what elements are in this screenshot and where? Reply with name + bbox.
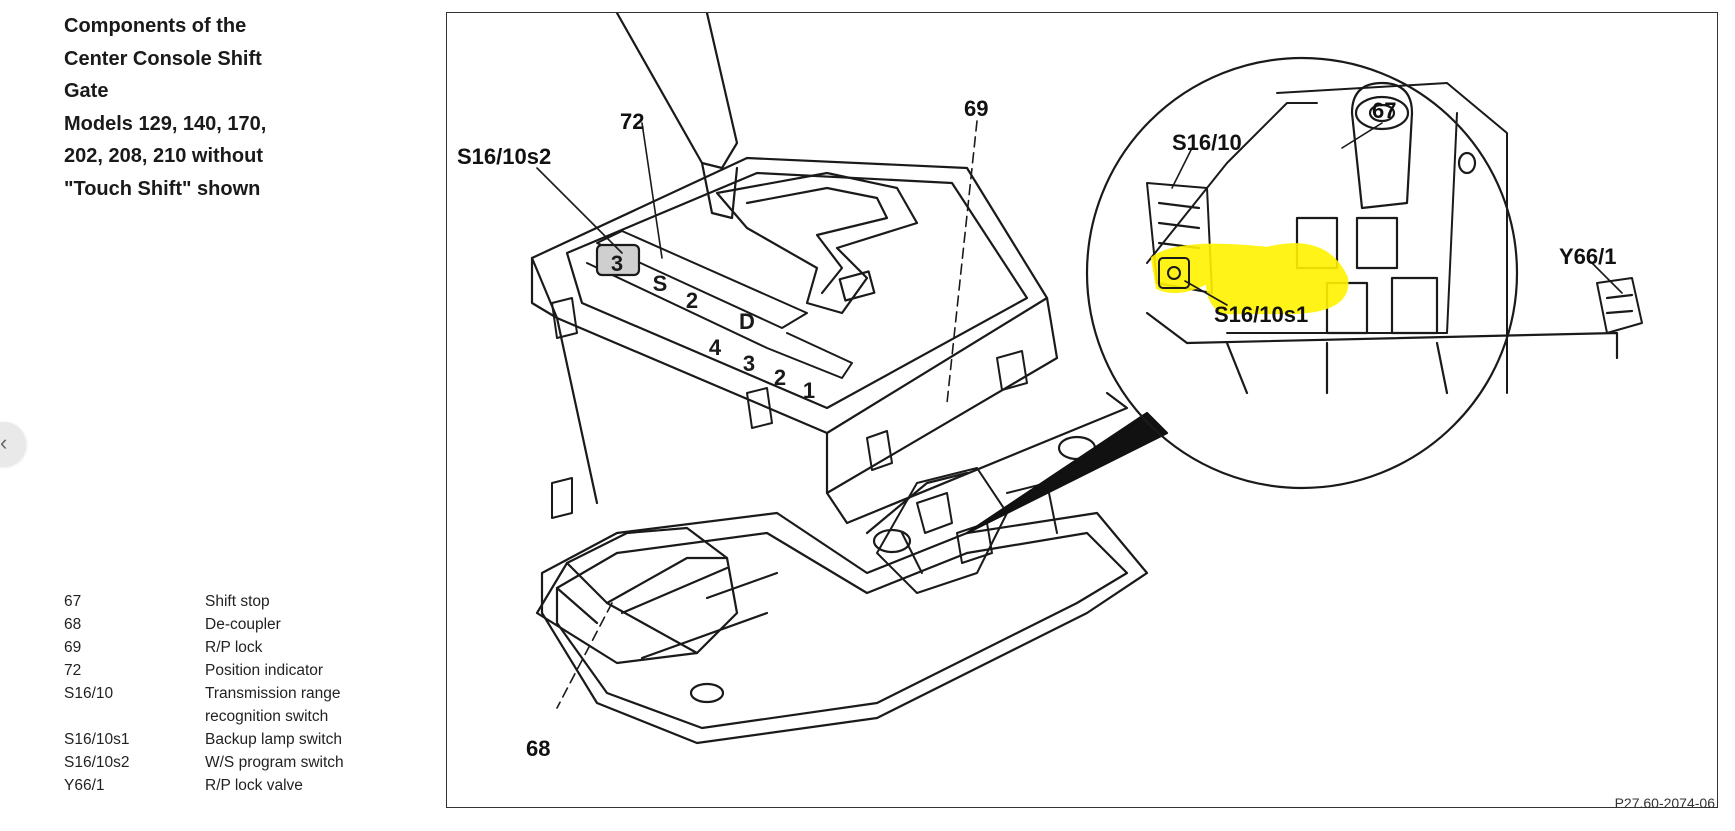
legend-desc: W/S program switch: [205, 754, 344, 771]
gate-glyph: D: [739, 309, 755, 334]
callout-72: 72: [620, 109, 644, 134]
leader-line: [1184, 280, 1228, 306]
legend-row: S16/10s2 W/S program switch: [64, 751, 394, 774]
legend-desc: Backup lamp switch: [205, 731, 342, 748]
chevron-left-icon: ‹: [0, 430, 8, 455]
gate-glyph: 2: [686, 288, 698, 313]
leader-line: [641, 122, 663, 259]
leader-line: [946, 120, 978, 404]
position-indicator: [586, 230, 853, 379]
legend-row: S16/10 Transmission range recognition swi…: [64, 682, 394, 728]
callout-68: 68: [526, 736, 550, 761]
zoom-pointer: [965, 411, 1169, 535]
diagram-canvas: 3 S 2 D 4 3 2 1: [457, 11, 1643, 761]
console-housing: [530, 156, 1129, 600]
legend-code: 68: [64, 616, 82, 633]
lock-mechanism: [876, 467, 1058, 594]
callout-s16-10s2: S16/10s2: [457, 144, 551, 169]
legend-code: 67: [64, 593, 82, 610]
component-legend: 67 Shift stop 68 De-coupler 69 R/P lock 72 P…: [64, 590, 394, 797]
leader-line: [556, 602, 613, 709]
highlighted-connector: [1158, 257, 1190, 289]
leader-line: [1591, 262, 1623, 294]
legend-code: 72: [64, 662, 82, 679]
legend-row: 67 Shift stop: [64, 590, 394, 613]
legend-desc: R/P lock valve: [205, 777, 303, 794]
callout-s16-10s1: S16/10s1: [1214, 302, 1308, 327]
legend-code: 69: [64, 639, 82, 656]
callout-s16-10: S16/10: [1172, 130, 1242, 155]
gate-glyph: 1: [803, 378, 815, 403]
legend-code: S16/10: [64, 685, 114, 702]
legend-code: S16/10s1: [64, 731, 130, 748]
legend-row: 68 De-coupler: [64, 613, 394, 636]
title-line: "Touch Shift" shown: [64, 177, 261, 200]
leader-lines: [536, 120, 1623, 709]
selector-lever: [615, 11, 739, 220]
legend-code: S16/10s2: [64, 754, 130, 771]
title-line: Center Console Shift: [64, 47, 262, 70]
legend-row: 72 Position indicator: [64, 659, 394, 682]
leader-line: [1171, 147, 1193, 189]
previous-image-button[interactable]: ‹: [0, 422, 26, 466]
figure-title: Components of the Center Console Shift G…: [64, 10, 334, 205]
detail-inset: [1085, 56, 1643, 490]
title-line: 202, 208, 210 without: [64, 145, 263, 167]
legend-row: S16/10s1 Backup lamp switch: [64, 728, 394, 751]
title-line: Models 129, 140, 170,: [64, 112, 267, 135]
callout-y66-1: Y66/1: [1559, 244, 1617, 269]
gate-glyph: 3: [743, 351, 755, 376]
leader-line: [1341, 122, 1383, 149]
gate-glyphs: 3 S 2 D 4 3 2 1: [611, 251, 815, 403]
legend-desc: Transmission range recognition switch: [205, 685, 341, 725]
shift-gate-diagram: 3 S 2 D 4 3 2 1: [446, 11, 1718, 811]
legend-desc: De-coupler: [205, 616, 281, 633]
leader-line: [536, 167, 623, 254]
title-line: Gate: [64, 80, 109, 102]
callout-67: 67: [1372, 98, 1396, 123]
gate-glyph: 2: [774, 365, 786, 390]
figure-reference-code: P27.60-2074-06: [1614, 795, 1715, 811]
legend-row: 69 R/P lock: [64, 636, 394, 659]
highlight-marker: [1150, 243, 1349, 315]
legend-desc: Shift stop: [205, 593, 270, 610]
legend-desc: Position indicator: [205, 662, 324, 679]
gate-glyph: S: [653, 271, 668, 296]
de-coupler: [535, 526, 769, 665]
legend-row: Y66/1 R/P lock valve: [64, 774, 394, 797]
title-line: Components of the: [64, 15, 247, 37]
callout-labels: S16/10s2 72 69 68 S16/10 67 S16/10s1 Y66…: [457, 96, 1617, 761]
gate-slot: [715, 171, 919, 315]
gate-glyph: 4: [709, 335, 722, 360]
callout-69: 69: [964, 96, 988, 121]
gate-glyph: 3: [611, 251, 623, 276]
legend-code: Y66/1: [64, 777, 105, 794]
mounting-tabs: [551, 297, 1028, 519]
legend-desc: R/P lock: [205, 639, 263, 656]
